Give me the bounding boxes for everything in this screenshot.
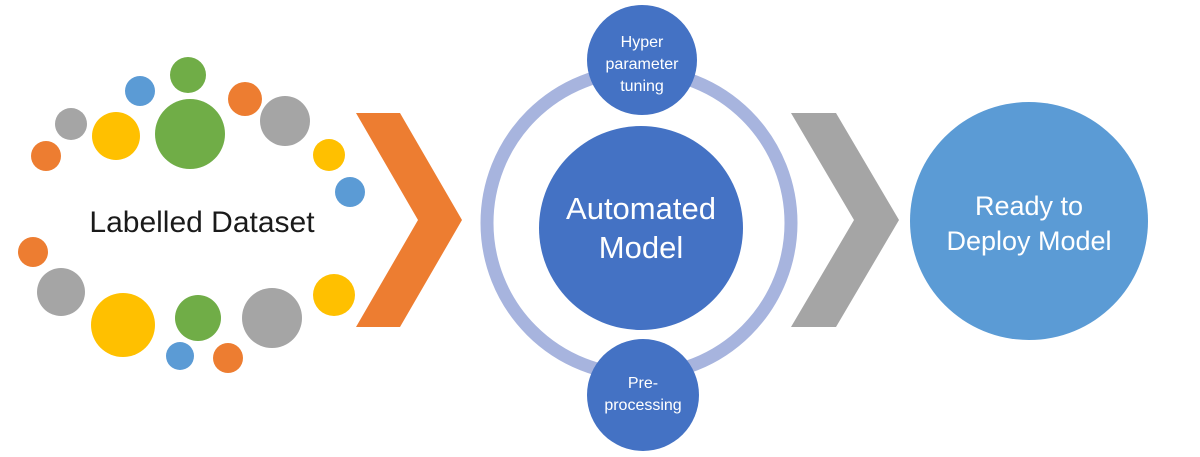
hyperparameter-tuning-circle (587, 5, 697, 115)
pre-processing-label-line2: processing (604, 397, 681, 414)
dataset-dot (37, 268, 85, 316)
dataset-dot (260, 96, 310, 146)
dataset-dot (31, 141, 61, 171)
ready-to-deploy-model-label-line2: Deploy Model (946, 226, 1111, 256)
chevron-arrow-input-to-process (356, 113, 462, 327)
hyperparameter-tuning-label-line2: parameter (606, 56, 680, 73)
automated-model-label-line2: Model (599, 230, 683, 265)
hyperparameter-tuning-label-line3: tuning (620, 78, 664, 95)
dataset-dot (313, 139, 345, 171)
dataset-dot (166, 342, 194, 370)
dataset-dot (92, 112, 140, 160)
labelled-dataset-dot-cluster (18, 57, 365, 373)
dataset-dot (18, 237, 48, 267)
ready-to-deploy-model-label-line1: Ready to (975, 191, 1083, 221)
chevron-arrow-process-to-output (791, 113, 899, 327)
pre-processing-circle (587, 339, 699, 451)
dataset-dot (228, 82, 262, 116)
dataset-dot (170, 57, 206, 93)
dataset-dot (313, 274, 355, 316)
dataset-dot (242, 288, 302, 348)
labelled-dataset-label: Labelled Dataset (89, 206, 315, 239)
automated-model-circle (539, 126, 743, 330)
dataset-dot (91, 293, 155, 357)
hyperparameter-tuning-label-line1: Hyper (621, 34, 664, 51)
dataset-dot (55, 108, 87, 140)
dataset-dot (125, 76, 155, 106)
dataset-dot (213, 343, 243, 373)
pre-processing-label-line1: Pre- (628, 375, 658, 392)
dataset-dot (155, 99, 225, 169)
dataset-dot (175, 295, 221, 341)
ready-to-deploy-model-circle (910, 102, 1148, 340)
dataset-dot (335, 177, 365, 207)
automated-model-label-line1: Automated (566, 191, 716, 226)
